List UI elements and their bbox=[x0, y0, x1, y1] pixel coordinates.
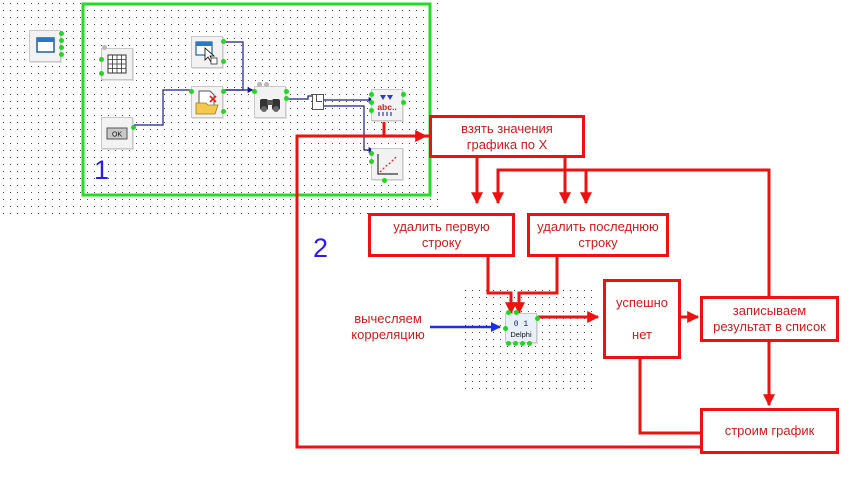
box-delete-last-line1: удалить последнюю bbox=[537, 219, 659, 234]
box-write-result-line1: записываем bbox=[732, 303, 807, 318]
string-grid-component[interactable] bbox=[99, 45, 133, 80]
box-build-chart-line1: строим график bbox=[724, 423, 815, 438]
button-icon: OK bbox=[106, 127, 128, 140]
window-icon bbox=[36, 37, 55, 53]
grid-icon bbox=[107, 54, 127, 74]
delphi-script-component[interactable]: 0 1 Delphi bbox=[503, 310, 540, 346]
cursor-window-icon bbox=[195, 41, 218, 65]
select-dialog-component[interactable] bbox=[191, 36, 226, 68]
annotation-line1: вычесляем bbox=[354, 311, 422, 326]
box-delete-last-line2: строку bbox=[578, 235, 618, 250]
group1-frame bbox=[81, 2, 432, 197]
box-success-no: нет bbox=[632, 327, 652, 342]
splitter-hub[interactable] bbox=[312, 94, 324, 110]
delphi-caption: Delphi bbox=[510, 330, 532, 339]
open-dialog-component[interactable] bbox=[189, 86, 226, 118]
annotation-line2: корреляцию bbox=[351, 327, 425, 342]
form-component[interactable] bbox=[29, 30, 64, 62]
ok-button-component[interactable]: OK bbox=[101, 117, 136, 149]
plot-component[interactable] bbox=[369, 148, 403, 183]
group1-number: 1 bbox=[94, 155, 110, 185]
file-search-component[interactable] bbox=[252, 82, 289, 118]
open-file-icon bbox=[195, 90, 219, 115]
box-write-result[interactable]: записываем результат в список bbox=[700, 296, 839, 342]
box-take-x-line2: графика по X bbox=[466, 136, 548, 152]
binoculars-icon bbox=[260, 99, 280, 112]
correlation-annotation: вычесляем корреляцию bbox=[328, 311, 448, 343]
box-delete-first-line1: удалить первую bbox=[393, 219, 490, 234]
group2-number: 2 bbox=[313, 233, 329, 263]
box-write-result-line2: результат в список bbox=[713, 319, 826, 334]
flow-lines bbox=[295, 118, 775, 449]
box-delete-last-row[interactable]: удалить последнюю строку bbox=[527, 213, 669, 257]
box-build-chart[interactable]: строим график bbox=[700, 408, 839, 454]
box-take-x-line1: взять значения bbox=[461, 120, 553, 136]
chart-axes-icon bbox=[377, 154, 398, 175]
label-caption: abc.. bbox=[377, 102, 396, 112]
label-component[interactable]: abc.. bbox=[369, 89, 406, 121]
ok-button-caption: OK bbox=[112, 132, 122, 139]
box-delete-first-row[interactable]: удалить первую строку bbox=[368, 213, 515, 257]
box-take-x-values[interactable]: взять значения графика по X bbox=[429, 115, 585, 158]
box-delete-first-line2: строку bbox=[421, 235, 462, 250]
delphi-index: 0 1 bbox=[514, 320, 529, 329]
box-success-yes: успешно bbox=[616, 295, 668, 310]
delphi-icon: 0 1 Delphi bbox=[510, 320, 532, 339]
box-success-check[interactable]: успешно нет bbox=[603, 279, 681, 359]
abc-text-icon: abc.. bbox=[377, 95, 397, 116]
